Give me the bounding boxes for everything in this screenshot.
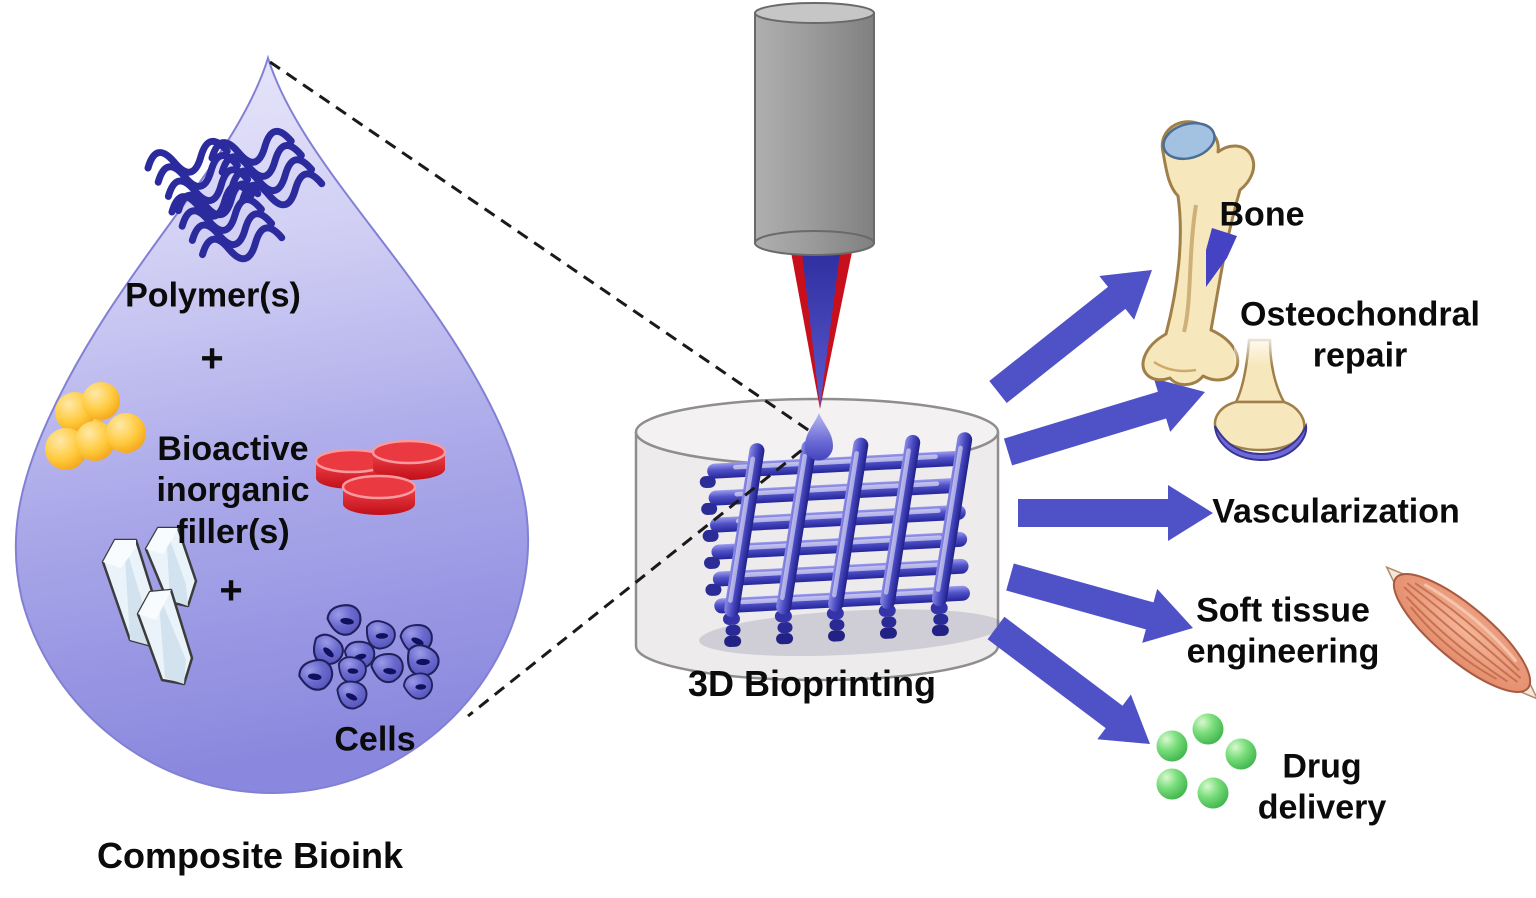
arrow-soft-tissue xyxy=(1006,563,1193,643)
composite-bioink-caption: Composite Bioink xyxy=(96,835,404,877)
crystal-filler-icon xyxy=(101,526,198,686)
filler-label-line3: filler(s) xyxy=(176,512,290,551)
osteochondral-label: Osteochondral repair xyxy=(1240,295,1480,378)
osteochondral-label-line2: repair xyxy=(1312,337,1408,375)
filler-label-line2: inorganic xyxy=(156,471,310,510)
bone-icon xyxy=(1141,120,1256,386)
soft-tissue-label-line2: engineering xyxy=(1186,633,1380,671)
vascularization-label: Vascularization xyxy=(1212,492,1460,531)
arrow-vascularization xyxy=(1018,485,1213,541)
bone-defect-patch xyxy=(1206,228,1237,287)
filler-label-line1: Bioactive xyxy=(157,429,309,468)
cells-label: Cells xyxy=(334,720,416,759)
drug-particles-icon xyxy=(1156,713,1257,809)
soft-tissue-label-line1: Soft tissue xyxy=(1196,591,1370,630)
muscle-icon xyxy=(1385,565,1536,701)
bioprinting-caption: 3D Bioprinting xyxy=(688,663,936,705)
red-filler-discs-icon xyxy=(314,439,447,515)
bioink-drop-icon xyxy=(805,413,833,461)
arrow-osteochondral xyxy=(1003,378,1205,466)
osteochondral-label-line1: Osteochondral xyxy=(1240,295,1480,334)
drug-delivery-label-line2: delivery xyxy=(1257,789,1387,827)
soft-tissue-label: Soft tissue engineering xyxy=(1187,591,1380,674)
bone-label: Bone xyxy=(1219,195,1305,234)
drug-delivery-label-line1: Drug xyxy=(1282,747,1362,786)
osteochondral-bone-icon xyxy=(1213,332,1308,462)
plus-sign-1: + xyxy=(200,336,224,381)
filler-label: Bioactive inorganic filler(s) xyxy=(156,429,309,553)
printer-nozzle-icon xyxy=(754,2,875,409)
polymer-label: Polymer(s) xyxy=(125,276,301,315)
application-arrows xyxy=(987,270,1213,744)
plus-sign-2: + xyxy=(219,568,243,613)
yellow-filler-particles-icon xyxy=(45,382,146,470)
arrow-drug-delivery xyxy=(987,616,1150,744)
cells-icon xyxy=(298,604,440,710)
scaffold-icon xyxy=(699,432,1003,657)
magnify-dashed-lines xyxy=(269,60,818,718)
arrow-bone xyxy=(989,270,1152,403)
drug-delivery-label: Drug delivery xyxy=(1258,747,1387,830)
